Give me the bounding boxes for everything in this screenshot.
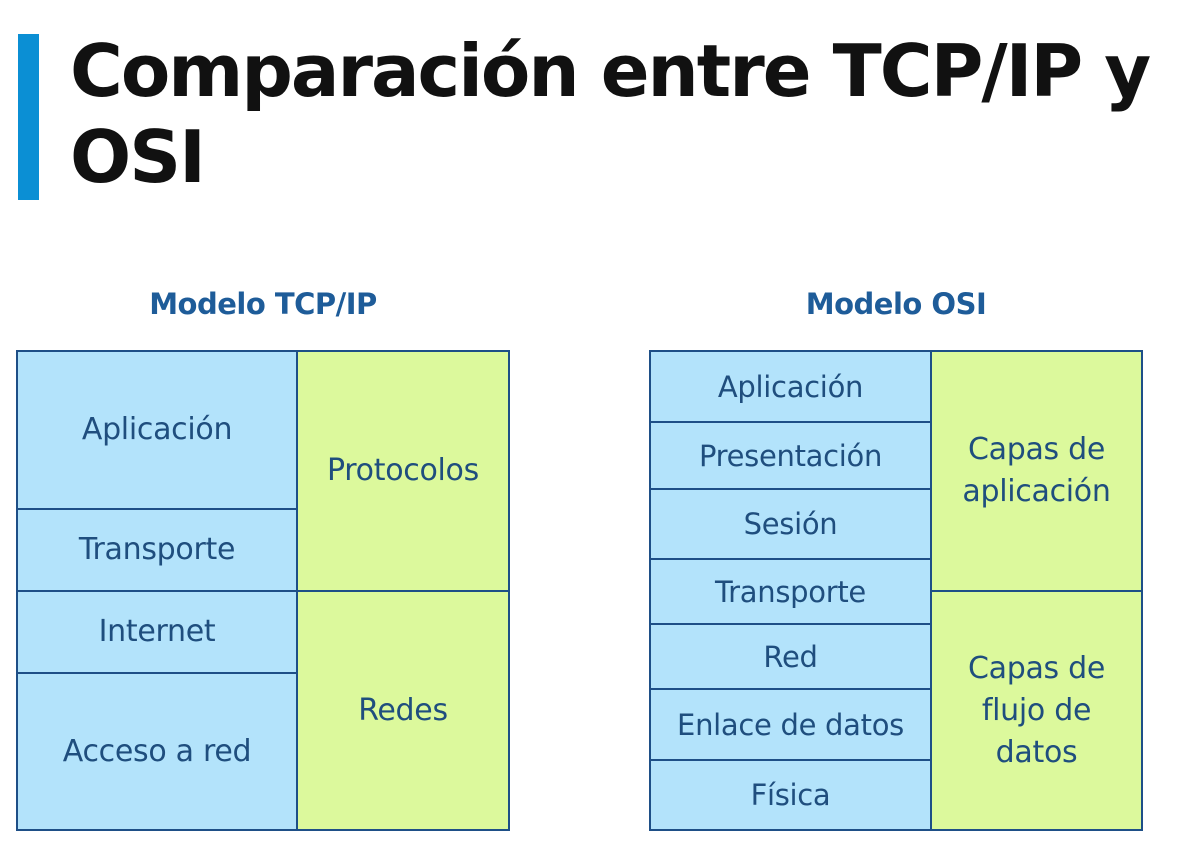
page-title: Comparación entre TCP/IP y OSI (70, 29, 1151, 199)
osi-layer-presentation: Presentación (649, 421, 932, 490)
osi-layer-session: Sesión (649, 488, 932, 560)
tcpip-layer-network-access: Acceso a red (16, 672, 298, 831)
title-accent-bar (18, 34, 39, 200)
osi-group-data-flow-layers: Capas de flujo de datos (930, 590, 1143, 831)
tcpip-layer-application: Aplicación (16, 350, 298, 510)
osi-layer-data-link: Enlace de datos (649, 688, 932, 761)
tcpip-layer-transport: Transporte (16, 508, 298, 592)
osi-layer-transport: Transporte (649, 558, 932, 625)
tcpip-group-protocols: Protocolos (296, 350, 510, 592)
osi-layer-network: Red (649, 623, 932, 690)
tcpip-layer-internet: Internet (16, 590, 298, 674)
osi-model-heading: Modelo OSI (805, 287, 987, 321)
osi-layer-physical: Física (649, 759, 932, 831)
osi-layer-application: Aplicación (649, 350, 932, 423)
tcpip-model-heading: Modelo TCP/IP (149, 287, 377, 321)
tcpip-group-networks: Redes (296, 590, 510, 831)
osi-group-application-layers: Capas de aplicación (930, 350, 1143, 592)
